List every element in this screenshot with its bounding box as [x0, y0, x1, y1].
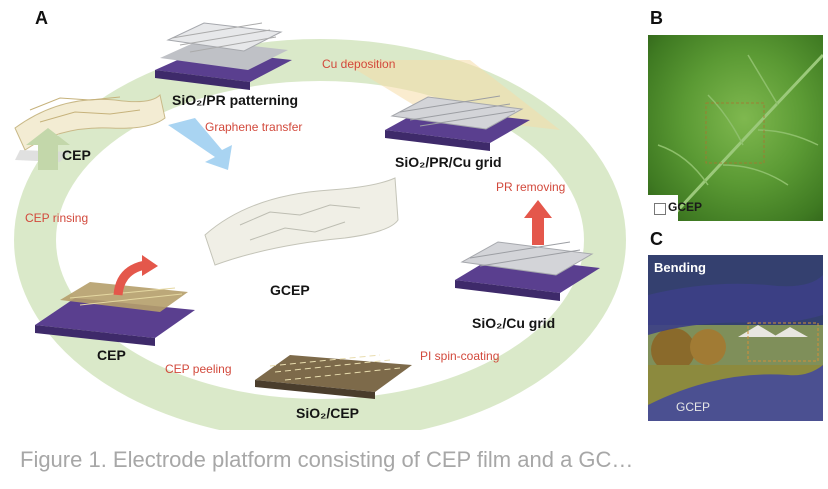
process-graphene-transfer: Graphene transfer — [205, 120, 302, 134]
figure: SiO₂/PR patterning SiO₂/PR/Cu grid SiO₂/… — [14, 8, 823, 430]
cep-rinsing-arrow — [26, 128, 70, 170]
label-sio2-pr-patterning: SiO₂/PR patterning — [172, 92, 298, 108]
panel-label-c: C — [650, 229, 663, 249]
chip-sio2-cu-grid — [455, 241, 600, 301]
panel-label-b: B — [650, 8, 663, 28]
peeling-arrow — [113, 255, 158, 296]
bending-scene — [648, 255, 823, 421]
photo-bending-gcep: Bending GCEP — [648, 255, 823, 421]
chip-sio2-pr-cu-grid — [385, 95, 530, 151]
photo-c-label: GCEP — [676, 400, 711, 414]
panel-label-a: A — [35, 8, 48, 28]
chip-sio2-cep — [255, 354, 412, 399]
graphene-transfer-arrow — [168, 118, 232, 170]
process-pi-spin-coating: PI spin-coating — [420, 349, 499, 363]
label-sio2-pr-cu-grid: SiO₂/PR/Cu grid — [395, 154, 502, 170]
label-sio2-cu-grid: SiO₂/Cu grid — [472, 315, 555, 331]
process-pr-removing: PR removing — [496, 180, 565, 194]
process-cu-deposition: Cu deposition — [322, 57, 395, 71]
process-cep-peeling: CEP peeling — [165, 362, 232, 376]
photo-b-legend-box — [654, 203, 666, 215]
pr-removing-arrow — [524, 200, 552, 245]
chip-cep-bottom — [35, 282, 195, 346]
figure-caption: Figure 1. Electrode platform consisting … — [20, 447, 634, 472]
panel-a-diagram: SiO₂/PR patterning SiO₂/PR/Cu grid SiO₂/… — [14, 22, 626, 430]
process-cep-rinsing: CEP rinsing — [25, 211, 88, 225]
chip-sio2-pr-patterning — [155, 22, 292, 90]
label-gcep: GCEP — [270, 282, 310, 298]
label-cep-top: CEP — [62, 147, 91, 163]
gcep-film — [204, 177, 399, 266]
leaf-veins — [648, 53, 823, 221]
photo-b-label: GCEP — [668, 200, 703, 214]
photo-leaf-gcep: GCEP — [648, 35, 823, 221]
photo-c-title: Bending — [654, 260, 706, 275]
label-cep-bottom: CEP — [97, 347, 126, 363]
label-sio2-cep: SiO₂/CEP — [296, 405, 359, 421]
